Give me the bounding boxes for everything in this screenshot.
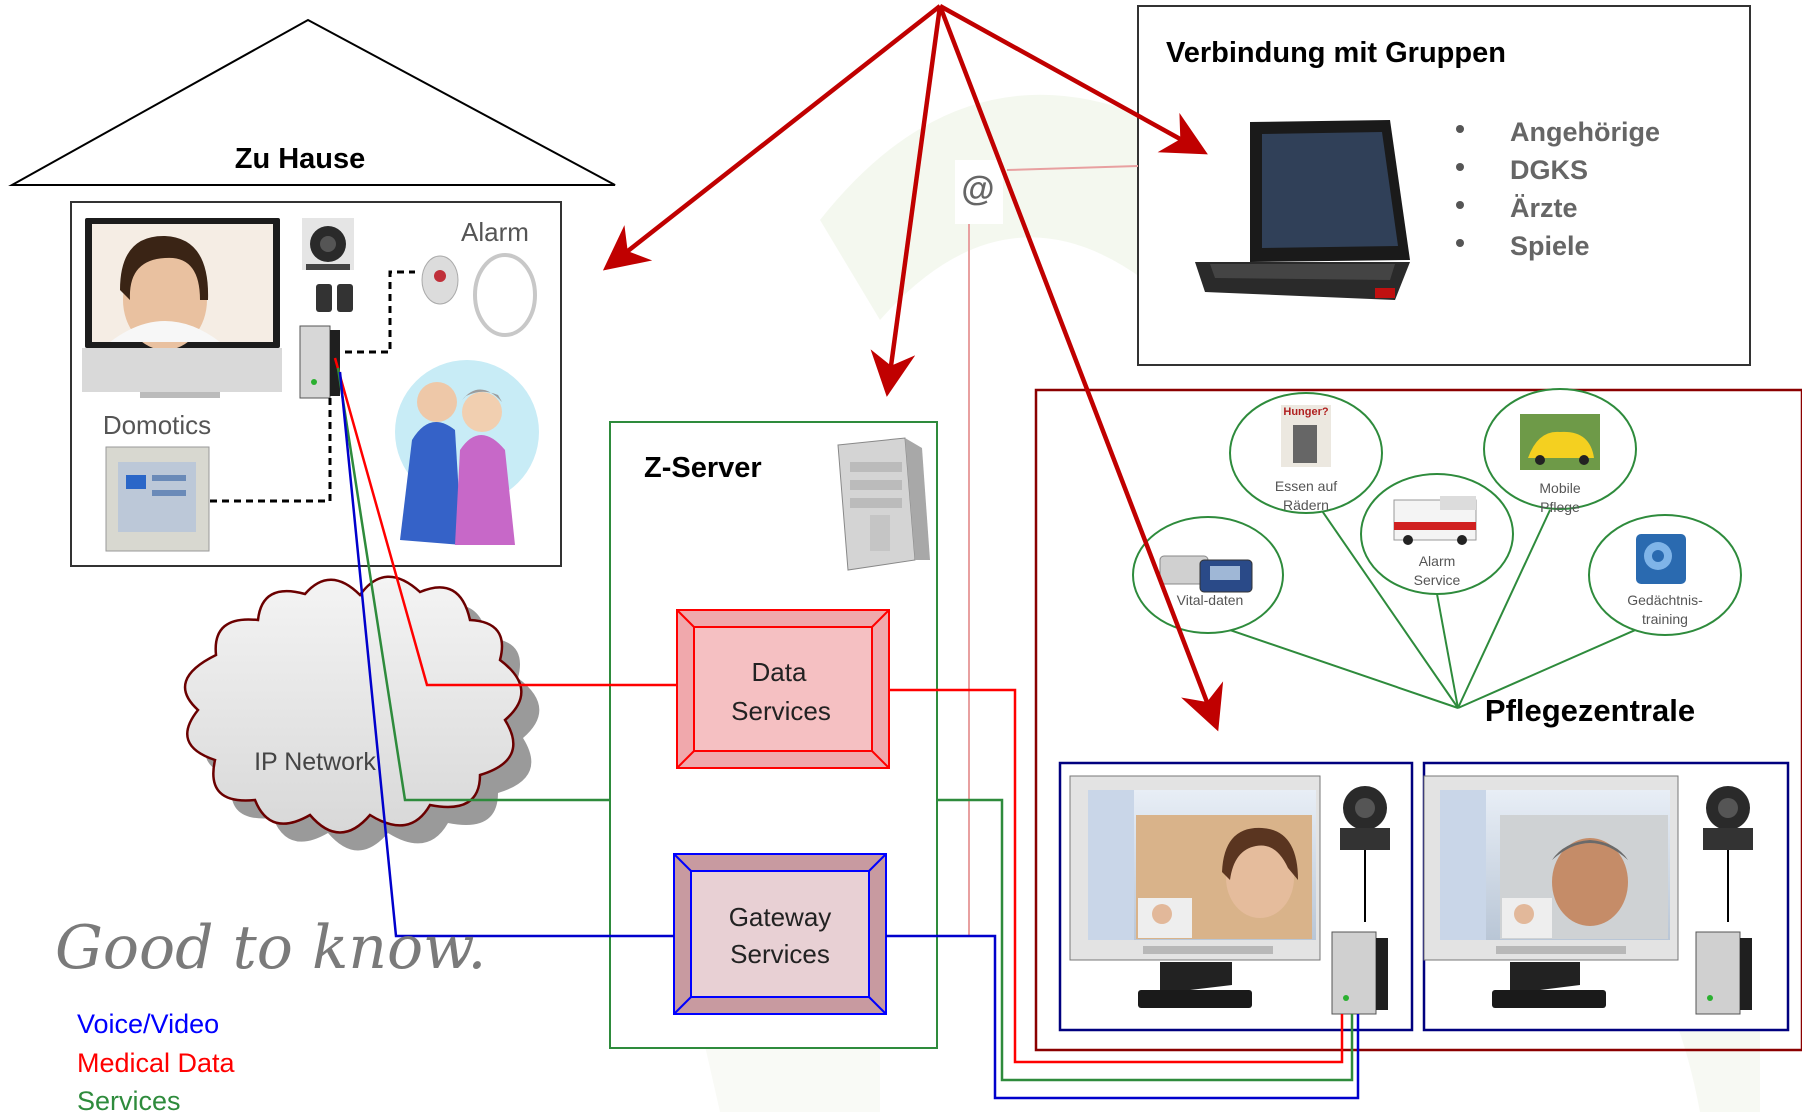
- voice-video-line: [338, 371, 1360, 1100]
- service-label: Service: [1414, 572, 1461, 588]
- server-tower-icon: [837, 437, 930, 571]
- legend-services: Services: [77, 1086, 181, 1112]
- groups-box: [1137, 5, 1751, 366]
- service-mobile-pflege: Mobile Pflege: [1483, 388, 1637, 515]
- services-line: [336, 367, 1354, 1082]
- service-gedaechtnistraining: Gedächtnis- training: [1588, 514, 1742, 636]
- service-label: Essen auf: [1275, 478, 1337, 494]
- data-services-box: Data Services: [676, 609, 890, 769]
- medical-data-line: [333, 357, 1344, 1064]
- care-center-box: [1034, 388, 1802, 1052]
- dashed-link-domotics: [210, 398, 332, 503]
- group-item: Angehörige: [1510, 117, 1660, 147]
- groups-title: Verbindung mit Gruppen: [1166, 37, 1506, 69]
- alarm-label: Alarm: [461, 217, 529, 247]
- red-arrows: [602, 4, 1224, 732]
- gateway-services-label: Services: [730, 939, 830, 969]
- hunger-sign: Hunger?: [1283, 406, 1329, 418]
- alarm-pendant-icon: [421, 253, 537, 337]
- service-label: Gedächtnis-: [1627, 592, 1703, 608]
- service-label: Alarm: [1419, 553, 1456, 569]
- service-vital-daten: Vital-daten: [1132, 516, 1284, 634]
- service-label: Pflege: [1540, 499, 1580, 515]
- data-services-label: Services: [731, 696, 831, 726]
- service-alarm-service: Alarm Service: [1360, 473, 1514, 595]
- service-label: Mobile: [1539, 480, 1580, 496]
- email-link: @: [955, 160, 1139, 936]
- house-roof: [8, 18, 616, 186]
- tv-icon: [82, 218, 282, 398]
- camera-icon: [1703, 786, 1753, 850]
- care-center-section: Hunger? Essen auf Rädern Mobile Pflege A…: [1034, 388, 1802, 1052]
- legend: Voice/Video Medical Data Services: [77, 1009, 236, 1116]
- home-section: Zu Hause Alarm: [8, 18, 616, 567]
- group-item: Spiele: [1510, 231, 1590, 261]
- domotics-label: Domotics: [103, 410, 211, 440]
- home-title: Zu Hause: [235, 143, 366, 175]
- gateway-services-label: Gateway: [729, 902, 832, 932]
- service-label: training: [1642, 611, 1688, 627]
- group-item: DGKS: [1510, 155, 1588, 185]
- service-essen-auf-raedern: Hunger? Essen auf Rädern: [1229, 392, 1383, 514]
- service-label: Vital-daten: [1177, 592, 1244, 608]
- care-center-title: Pflegezentrale: [1485, 693, 1695, 728]
- legend-voice-video: Voice/Video: [77, 1009, 219, 1039]
- settop-box-icon: [1695, 931, 1752, 1015]
- groups-section: Verbindung mit Gruppen Angehörige DGKS Ä…: [1137, 5, 1751, 366]
- data-services-label: Data: [752, 657, 807, 687]
- groups-list: Angehörige DGKS Ärzte Spiele: [1456, 117, 1660, 261]
- service-label: Rädern: [1283, 497, 1329, 513]
- dashed-link-alarm: [345, 270, 415, 354]
- settop-box-icon: [299, 325, 340, 399]
- at-symbol: @: [961, 170, 994, 208]
- settop-box-icon: [1331, 931, 1388, 1015]
- laptop-icon: [1195, 120, 1410, 300]
- domotics-panel-icon: [105, 446, 210, 552]
- elderly-couple-icon: [395, 360, 539, 545]
- ip-network-cloud: IP Network: [183, 575, 540, 851]
- legend-medical-data: Medical Data: [77, 1048, 236, 1078]
- group-item: Ärzte: [1510, 193, 1578, 223]
- ip-network-label: IP Network: [254, 748, 376, 776]
- monitor-station-1: [1058, 761, 1414, 1032]
- monitor-station-2: [1422, 761, 1790, 1032]
- z-server-title: Z-Server: [644, 452, 762, 484]
- tagline: Good to know.: [55, 913, 486, 983]
- z-server-section: Z-Server Data Services: [609, 421, 938, 1049]
- camera-icon: [302, 218, 354, 270]
- gateway-services-box: Gateway Services: [673, 853, 887, 1015]
- remote-icon: [316, 284, 353, 312]
- camera-icon: [1340, 786, 1390, 850]
